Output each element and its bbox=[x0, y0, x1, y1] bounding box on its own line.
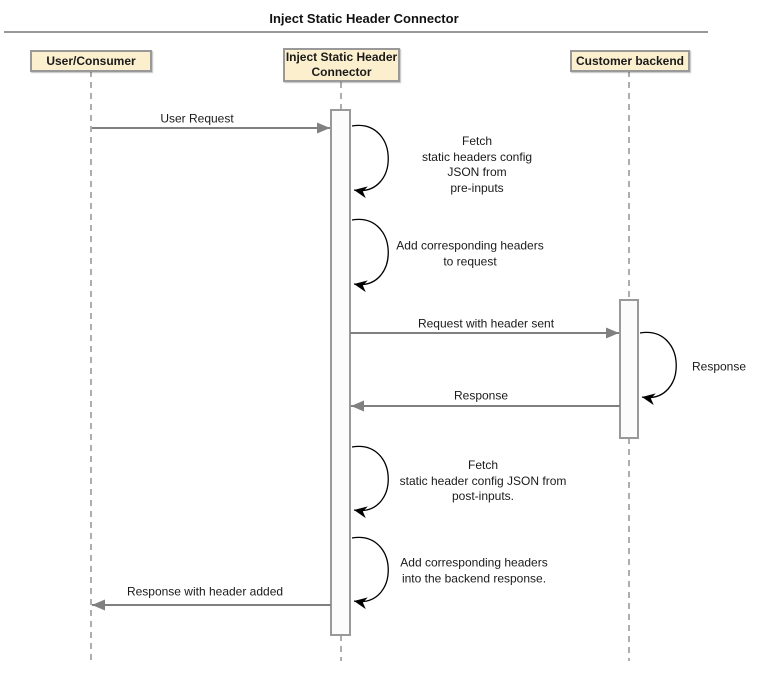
participant-inject-static-header-connector: Inject Static Header Connector bbox=[283, 48, 400, 82]
participant-user-consumer: User/Consumer bbox=[30, 50, 152, 72]
self-loop-add-headers-request bbox=[351, 218, 389, 293]
diagram-title: Inject Static Header Connector bbox=[269, 11, 459, 26]
self-message-label-add-headers-request: Add corresponding headers to request bbox=[396, 238, 544, 269]
activation-bar-backend bbox=[619, 299, 639, 439]
self-message-label-backend-response: Response bbox=[691, 359, 747, 374]
self-message-label-fetch-post-inputs: Fetch static header config JSON from pos… bbox=[399, 457, 567, 503]
message-label-request-with-header: Request with header sent bbox=[417, 316, 555, 331]
self-message-label-add-headers-response: Add corresponding headers into the backe… bbox=[400, 555, 548, 586]
self-loop-add-headers-response bbox=[351, 536, 389, 610]
message-label-response-with-header: Response with header added bbox=[126, 584, 284, 599]
activation-bar-connector bbox=[330, 109, 351, 636]
self-loop-fetch-post-inputs bbox=[351, 445, 389, 519]
message-label-response: Response bbox=[453, 388, 509, 403]
self-message-label-fetch-pre-inputs: Fetch static headers config JSON from pr… bbox=[421, 134, 533, 195]
self-loop-backend-response bbox=[639, 331, 677, 406]
self-loop-fetch-pre-inputs bbox=[351, 124, 389, 199]
message-label-user-request: User Request bbox=[160, 111, 234, 126]
participant-customer-backend: Customer backend bbox=[570, 50, 690, 72]
